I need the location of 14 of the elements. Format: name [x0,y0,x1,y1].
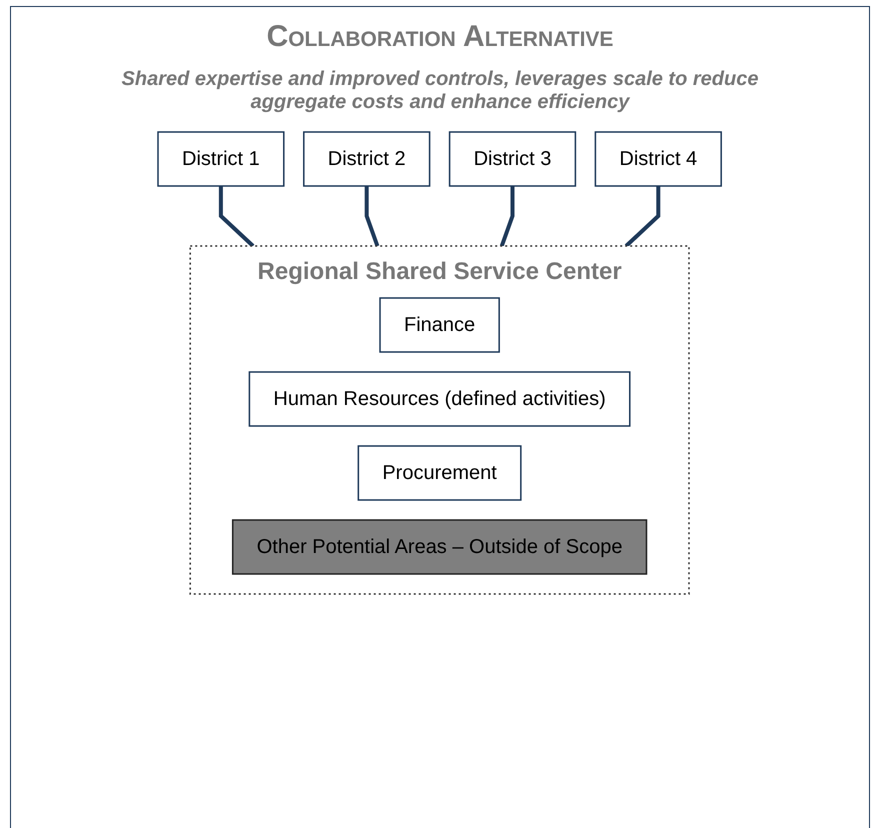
connector [219,186,255,248]
node-box: District 4 [595,131,722,187]
node-box: Other Potential Areas – Outside of Scope [232,519,648,575]
node-box: Finance [380,297,500,353]
node-box: Procurement [358,445,522,501]
node-box: District 3 [449,131,577,187]
connector [625,186,661,248]
node-box: District 2 [303,131,431,187]
connector [500,186,515,247]
title: Collaboration Alternative [266,20,614,54]
subtitle: Shared expertise and improved controls, leverages scale to reduce aggregate costs and enhance efficiency [120,68,760,114]
node-box: Human Resources (defined activities) [249,371,631,427]
node-box: District 1 [158,131,285,187]
connector [365,186,380,247]
